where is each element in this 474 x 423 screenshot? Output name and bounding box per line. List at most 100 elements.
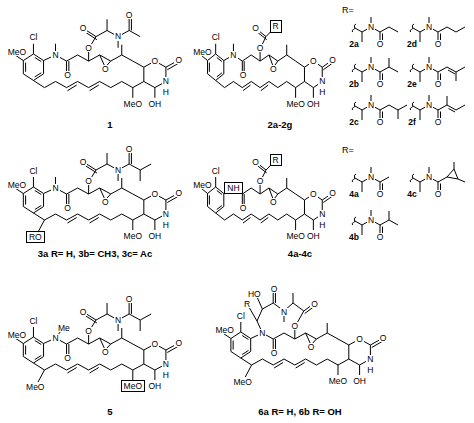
atom-label: O (101, 348, 110, 357)
atom-label: O (101, 198, 110, 207)
atom-label: O (376, 118, 385, 127)
atom-label: H (162, 371, 170, 380)
atom-label: O (251, 158, 260, 167)
r-group-substituents (352, 17, 465, 235)
atom-label: MeO (328, 377, 348, 386)
atom-label: N (367, 216, 375, 225)
atom-label: OH (352, 377, 367, 386)
atom-label: MeO (192, 181, 212, 190)
atom-label: O (174, 339, 183, 348)
compound-3 (15, 151, 178, 232)
compound-id: 2d (406, 40, 418, 49)
compound-number: 3a R= H, 3b= CH3, 3c= Ac (37, 249, 154, 259)
atom-label: O (269, 65, 278, 74)
compound-id: 2e (406, 80, 417, 89)
atom-label: OH (306, 100, 321, 109)
compound-id: 4c (406, 190, 417, 199)
atom-label: O (376, 190, 385, 199)
box-text: NH (227, 184, 239, 193)
atom-label: Cl (211, 33, 221, 42)
atom-label: O (355, 335, 364, 344)
atom-label: N (114, 316, 122, 325)
compound-number: 5 (106, 407, 113, 417)
atom-label: O (63, 71, 72, 80)
atom-label: N (114, 32, 122, 41)
atom-label: H (318, 221, 326, 230)
atom-label: O (174, 56, 183, 65)
atom-label: H (162, 221, 170, 230)
atom-label: H (366, 366, 374, 375)
compound-1 (15, 17, 178, 98)
compound-number: 4a-4c (287, 249, 313, 259)
atom-label: N (425, 101, 433, 110)
compound-number: 2a-2g (267, 120, 294, 130)
compound-5 (15, 301, 178, 382)
atom-label: N (367, 23, 375, 32)
atom-label: O (309, 57, 318, 66)
atom-label: O (151, 340, 160, 349)
atom-label: MeO (285, 232, 305, 241)
atom-label: O (239, 204, 248, 213)
atom-label: O (84, 177, 93, 186)
atom-label: O (84, 327, 93, 336)
atom-label: N (367, 63, 375, 72)
atom-label: H (162, 88, 170, 97)
atom-label: H (318, 88, 326, 97)
atom-label: O (309, 190, 318, 199)
atom-label: N (162, 210, 170, 219)
atom-label: N (51, 184, 59, 193)
atom-label: MeO (7, 331, 27, 340)
atom-label: O (251, 24, 260, 33)
atom-label: O (79, 158, 88, 167)
box-text: MeO (124, 382, 142, 391)
atom-label: N (318, 77, 326, 86)
atom-label: R (243, 300, 251, 309)
atom-label: N (425, 63, 433, 72)
atom-label: Cl (236, 312, 246, 321)
atom-label: O (328, 189, 337, 198)
atom-label: N (280, 308, 288, 317)
atom-label: OH (148, 100, 163, 109)
atom-label: N (367, 101, 375, 110)
box-text: R (273, 22, 279, 31)
atom-label: MeO (285, 100, 305, 109)
atom-label: O (125, 295, 134, 304)
atom-label: N (366, 355, 374, 364)
atom-label: O (376, 40, 385, 49)
atom-label: OH (306, 232, 321, 241)
atom-label: N (51, 334, 59, 343)
atom-label: N (51, 51, 59, 60)
atom-label: N (318, 210, 326, 219)
atom-label: O (125, 11, 134, 20)
atom-label: O (101, 65, 110, 74)
compound-2 (201, 29, 332, 97)
compound-number: 1 (106, 120, 113, 130)
atom-label: Cl (28, 167, 38, 176)
atom-label: Cl (211, 167, 221, 176)
compound-id: 2b (348, 80, 360, 89)
atom-label: O (84, 44, 93, 53)
atom-label: HO (247, 290, 262, 299)
atom-label: N (162, 360, 170, 369)
atom-label: O (79, 24, 88, 33)
atom-label: O (270, 349, 279, 358)
compound-number: 6a R= H, 6b R= OH (257, 407, 342, 417)
atom-label: N (229, 51, 237, 60)
atom-label: O (434, 118, 443, 127)
atom-label: N (258, 329, 266, 338)
atom-label: O (174, 189, 183, 198)
atom-label: Cl (28, 317, 38, 326)
atom-label: O (79, 308, 88, 317)
atom-label: O (256, 177, 265, 186)
atom-label: MeO (214, 326, 234, 335)
atom-label: MeO (7, 48, 27, 57)
atom-label: N (162, 77, 170, 86)
atom-label: MeO (25, 383, 45, 392)
compound-6 (223, 292, 382, 377)
atom-label: O (379, 334, 388, 343)
atom-label: N (425, 23, 433, 32)
atom-label: O (376, 233, 385, 242)
atom-label: O (328, 56, 337, 65)
compound-4 (201, 163, 332, 230)
r-group-box: RO (26, 231, 45, 244)
